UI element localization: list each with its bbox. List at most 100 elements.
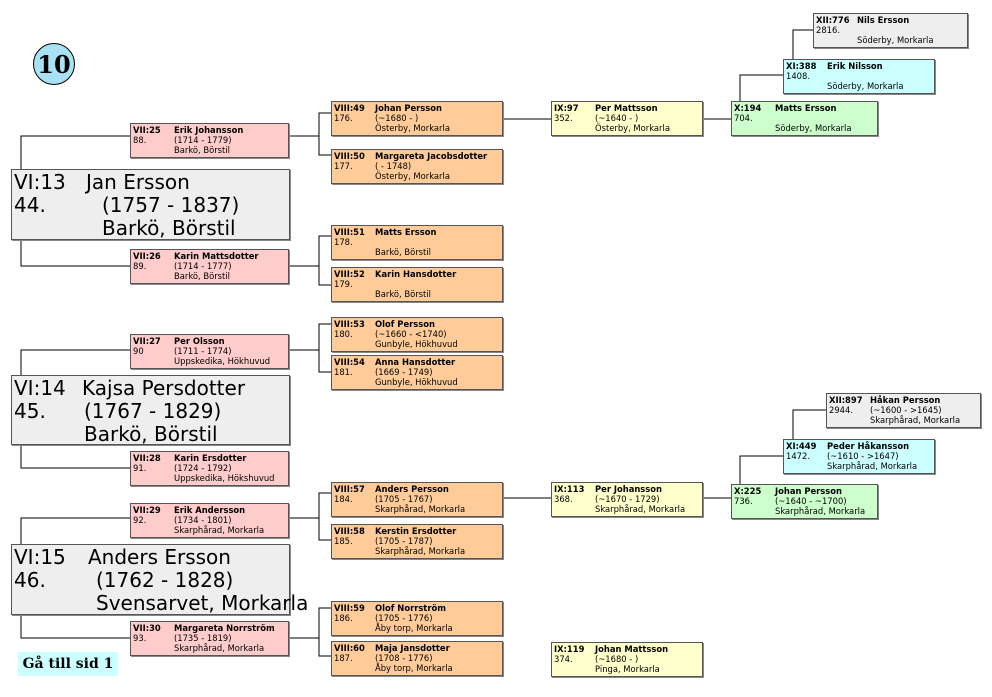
ancestor-dates: (1734 - 1801)	[174, 515, 232, 525]
ancestor-id: VIII:49	[334, 103, 365, 113]
ancestor-place: Skarphårad, Morkarla	[375, 546, 466, 556]
ancestor-place: Söderby, Morkarla	[775, 123, 852, 133]
ancestor-id: VIII:52	[334, 269, 365, 279]
ancestor-place: Barkö, Börstil	[174, 145, 230, 155]
ancestor-name: Margareta Jacobsdotter	[375, 151, 488, 161]
ancestor-number: 2816.	[816, 25, 840, 35]
ancestor-name: Matts Ersson	[775, 103, 837, 113]
ancestor-name: Matts Ersson	[375, 227, 437, 237]
ancestor-number: 704.	[734, 113, 753, 123]
ancestor-place: Uppskedika, Hökhuvud	[174, 356, 271, 366]
ancestor-id: X:225	[734, 486, 762, 496]
ancestor-dates: (1705 - 1776)	[375, 613, 433, 623]
ancestor-number: 179.	[334, 279, 353, 289]
ancestor-name: Johan Mattsson	[595, 644, 669, 654]
ancestor-number: 374.	[554, 654, 573, 664]
ancestor-number: 736.	[734, 496, 753, 506]
ancestor-number: 91.	[133, 463, 147, 473]
ancestor-dates: (~1670 - 1729)	[595, 494, 660, 504]
ancestor-number: 92.	[133, 515, 147, 525]
ancestor-id: VII:25	[133, 125, 161, 135]
ancestor-name: Anders Persson	[375, 484, 449, 494]
ancestor-name: Per Mattsson	[595, 103, 658, 113]
ancestor-id: XI:388	[786, 61, 817, 71]
ancestor-id: VIII:58	[334, 526, 365, 536]
ancestor-dates: (1705 - 1787)	[375, 536, 433, 546]
ancestor-number: 186.	[334, 613, 353, 623]
ancestor-name: Erik Johansson	[174, 125, 244, 135]
ancestor-dates: (1708 - 1776)	[375, 653, 433, 663]
ancestor-dates: (~1640 - ~1700)	[775, 496, 847, 506]
ancestor-number: 177.	[334, 161, 353, 171]
person-number: 46.	[14, 568, 46, 592]
ancestor-id: VIII:57	[334, 484, 365, 494]
person-name: Anders Ersson	[88, 545, 231, 569]
ancestor-name: Maja Jansdotter	[375, 643, 450, 653]
ancestor-id: X:194	[734, 103, 762, 113]
person-place: Barkö, Börstil	[84, 422, 218, 446]
ancestor-name: Olof Norrström	[375, 603, 446, 613]
ancestor-id: XII:776	[816, 15, 850, 25]
ancestor-place: Skarphårad, Morkarla	[375, 504, 466, 514]
ancestor-name: Karin Ersdotter	[174, 453, 247, 463]
ancestor-name: Peder Håkansson	[827, 441, 910, 451]
ancestor-place: Söderby, Morkarla	[857, 35, 934, 45]
ancestor-number: 181.	[334, 367, 353, 377]
ancestor-id: VII:29	[133, 505, 161, 515]
ancestor-dates: (~1680 - )	[595, 654, 639, 664]
ancestor-name: Nils Ersson	[857, 15, 910, 25]
ancestor-number: 1408.	[786, 71, 810, 81]
ancestor-name: Kerstin Ersdotter	[375, 526, 457, 536]
ancestor-id: VIII:60	[334, 643, 365, 653]
ancestor-number: 2944.	[829, 405, 853, 415]
person-place: Barkö, Börstil	[102, 216, 236, 240]
ancestor-place: Österby, Morkarla	[595, 123, 670, 133]
ancestor-id: VIII:50	[334, 151, 365, 161]
ancestor-id: VII:26	[133, 251, 161, 261]
ancestor-id: VIII:54	[334, 357, 365, 367]
ancestor-dates: (~1680 - )	[375, 113, 419, 123]
ancestor-box[interactable]: X:194 Matts Ersson 704. Söderby, Morkarla	[731, 101, 878, 136]
ancestor-box[interactable]: XII:776 Nils Ersson 2816. Söderby, Morkarla	[813, 13, 968, 48]
person-dates: (1757 - 1837)	[102, 193, 240, 217]
ancestor-dates: (1714 - 1779)	[174, 135, 232, 145]
ancestor-name: Karin Hansdotter	[375, 269, 457, 279]
goto-page-1-link[interactable]: Gå till sid 1	[18, 652, 118, 676]
person-name: Jan Ersson	[86, 170, 190, 194]
person-number: 44.	[14, 193, 46, 217]
ancestor-place: Söderby, Morkarla	[827, 81, 904, 91]
ancestor-place: Skarphårad, Morkarla	[174, 643, 265, 653]
ancestor-id: IX:119	[554, 644, 585, 654]
page-number: 10	[37, 49, 71, 79]
ancestor-name: Johan Persson	[375, 103, 442, 113]
ancestor-place: Barkö, Börstil	[375, 247, 431, 257]
ancestor-place: Skarphårad, Morkarla	[595, 504, 686, 514]
